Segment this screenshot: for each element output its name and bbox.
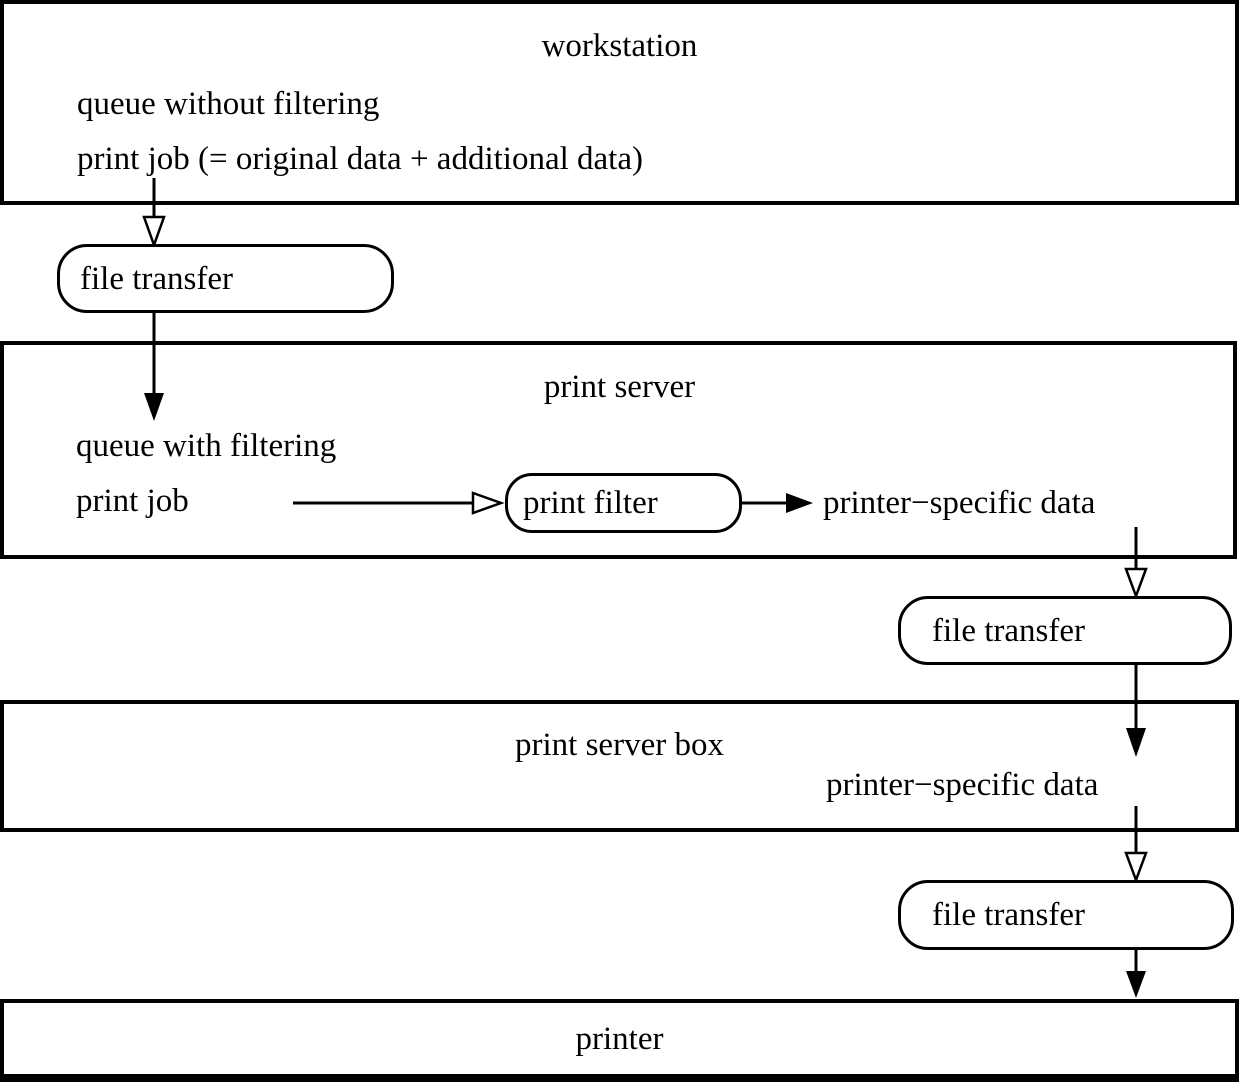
hollow-arrowhead-down-icon	[142, 215, 166, 249]
print-server-queue-label: queue with filtering	[76, 428, 337, 464]
printer-box	[0, 999, 1239, 1082]
print-filter-label: print filter	[523, 485, 658, 521]
print-server-box-title: print server box	[515, 727, 724, 763]
file-transfer-2-label: file transfer	[932, 612, 1085, 649]
printer-specific-data-label-1: printer−specific data	[823, 485, 1096, 521]
print-server-title: print server	[543, 369, 696, 405]
print-server-print-job-label: print job	[76, 483, 189, 519]
workstation-queue-label: queue without filtering	[77, 86, 380, 122]
filled-arrowhead-down-icon	[1126, 971, 1146, 998]
file-transfer-3-label: file transfer	[932, 897, 1085, 933]
file-transfer-3-node: file transfer	[898, 880, 1234, 950]
hollow-arrowhead-down-icon	[1124, 851, 1148, 884]
arrow-file-transfer-3-to-printer	[1126, 949, 1146, 998]
workstation-title: workstation	[541, 28, 698, 64]
print-filter-node: print filter	[505, 473, 742, 533]
hollow-arrowhead-down-icon	[1124, 567, 1148, 600]
print-server-box-box	[0, 700, 1239, 832]
print-server-box	[0, 341, 1237, 559]
workstation-box	[0, 0, 1239, 205]
workstation-print-job-label: print job (= original data + additional …	[77, 141, 643, 177]
file-transfer-1-node: file transfer	[57, 244, 394, 313]
file-transfer-1-label: file transfer	[80, 260, 233, 297]
printer-title: printer	[575, 1021, 664, 1057]
printer-specific-data-label-2: printer−specific data	[826, 767, 1099, 803]
file-transfer-2-node: file transfer	[898, 596, 1232, 665]
